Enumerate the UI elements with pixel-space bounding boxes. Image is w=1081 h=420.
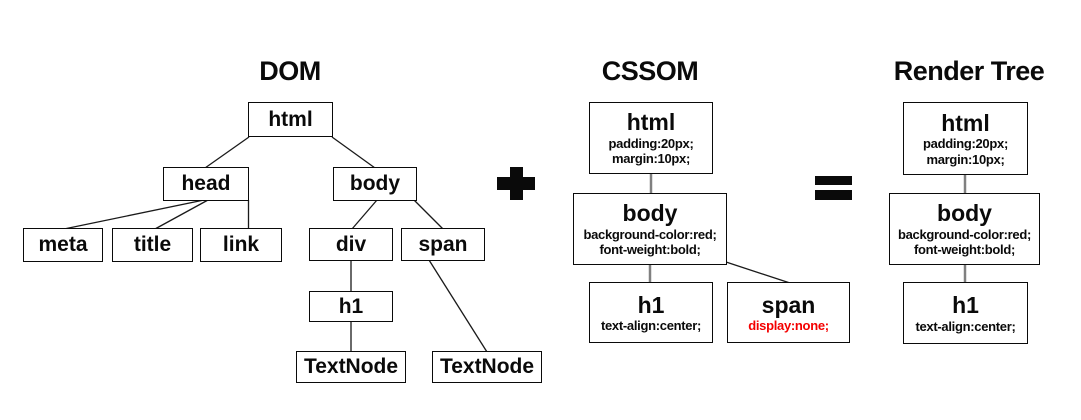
render-node-rule: text-align:center; [915,318,1016,334]
plus-icon-bar [509,167,523,200]
render-node-rule: margin:10px; [926,151,1005,167]
render-node-tag: body [937,200,992,227]
render-node-tag: html [941,109,990,136]
cssom-node-tag: html [626,109,676,136]
dom-node-h1: h1 [309,291,393,322]
cssom-node-body: body background-color:red; font-weight:b… [573,193,727,265]
cssom-node-rule-display-none: display:none; [748,318,829,334]
dom-edge-head-title [154,199,209,230]
dom-node-span: span [401,228,485,261]
render-tree-title: Render Tree [893,56,1045,86]
render-node-rule: font-weight:bold; [913,242,1016,258]
cssom-edge-body-span [725,261,791,284]
dom-edge-span-textnode [428,259,488,353]
equals-icon-bar [815,190,852,200]
cssom-node-rule: text-align:center; [600,318,702,334]
dom-edge-html-head [204,136,250,169]
dom-node-div: div [309,228,393,261]
cssom-node-rule: font-weight:bold; [599,242,701,258]
plus-icon [497,167,535,200]
dom-node-title: title [112,228,193,262]
cssom-node-h1: h1 text-align:center; [589,282,713,343]
cssom-node-tag: h1 [637,291,665,318]
equals-icon-bar [815,176,852,185]
dom-node-body: body [333,167,417,201]
render-node-h1: h1 text-align:center; [903,282,1028,344]
render-node-html: html padding:20px; margin:10px; [903,102,1028,175]
dom-edge-html-body [331,136,376,169]
dom-edge-body-div [351,199,378,230]
render-node-rule: background-color:red; [897,226,1032,242]
render-node-tag: h1 [952,292,979,319]
dom-node-textnode-span: TextNode [432,351,542,383]
dom-node-meta: meta [23,228,103,262]
dom-node-html: html [248,102,333,137]
cssom-node-rule: padding:20px; [608,135,694,151]
equals-icon [815,176,852,200]
cssom-node-tag: span [761,291,816,318]
render-node-rule: padding:20px; [923,136,1008,152]
cssom-node-rule: margin:10px; [611,151,691,167]
dom-edge-head-meta [63,199,205,230]
cssom-node-rule: background-color:red; [583,226,717,242]
cssom-node-tag: body [622,200,678,227]
dom-title: DOM [259,56,321,86]
dom-node-link: link [200,228,282,262]
cssom-title: CSSOM [601,56,699,86]
dom-edge-body-span [413,199,444,230]
dom-node-textnode-div: TextNode [296,351,406,383]
cssom-node-html: html padding:20px; margin:10px; [589,102,713,174]
cssom-node-span: span display:none; [727,282,850,343]
render-node-body: body background-color:red; font-weight:b… [889,193,1040,265]
dom-node-head: head [163,167,249,201]
